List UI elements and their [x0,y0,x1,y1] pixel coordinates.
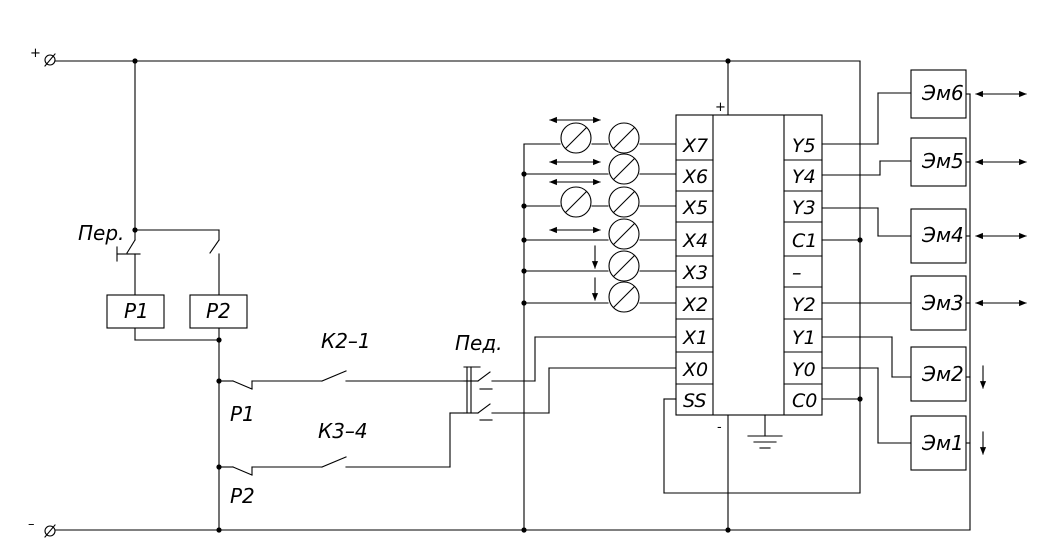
svg-text:Эм2: Эм2 [921,362,964,386]
sensor-x5a [560,186,592,218]
sensor-x7b [608,122,640,154]
per-switch-label: Пер. [78,221,124,245]
sensor-x6 [608,153,640,185]
plus-terminal: + [30,46,56,67]
p1-contact-label: Р1 [230,402,255,426]
pin-y5: Y5 [792,135,816,157]
sensor-direction-arrows [549,116,601,301]
sensor-x3 [608,250,640,282]
limit-sensors [560,122,640,313]
pedal-switch: Пед. [455,331,503,421]
pin-c0: C0 [792,390,817,412]
plc-plus-label: + [715,100,726,115]
pin-y1: Y1 [792,327,816,349]
pin-y2: Y2 [792,294,816,316]
magnet-direction-arrows [975,90,1027,455]
sensor-x5b [608,186,640,218]
plc-minus-label: - [717,420,722,435]
pin-x4: X4 [682,230,708,252]
electromagnet-em5: Эм5 [910,137,967,187]
svg-text:Р1: Р1 [124,299,149,323]
sensor-x7a [560,122,592,154]
svg-text:+: + [30,46,41,61]
pin-y3: Y3 [792,197,816,219]
ped-switch-label: Пед. [455,331,503,355]
relay-p2: Р2 [189,294,248,329]
output-wiring [821,92,971,531]
junction-dots [132,58,863,533]
mode-switch-circuit: Пер. [78,60,220,531]
pin-minus: – [792,262,802,284]
relay-p1: Р1 [106,294,165,329]
contact-chain-1: К2–1 Р1 [218,329,465,426]
pin-x1: X1 [682,327,708,349]
svg-text:Эм4: Эм4 [921,223,964,247]
svg-text:Р2: Р2 [206,299,231,323]
svg-text:Эм6: Эм6 [921,81,964,105]
ss-loop [663,398,861,494]
electromagnet-em1: Эм1 [910,415,967,471]
k2-1-label: К2–1 [321,329,371,353]
electromagnet-em3: Эм3 [910,275,967,331]
svg-text:Эм5: Эм5 [921,149,964,173]
k3-4-label: К3–4 [318,419,368,443]
electromagnet-em6: Эм6 [910,69,967,119]
sensor-x4 [608,218,640,250]
pin-y4: Y4 [792,166,816,188]
pin-x5: X5 [682,197,708,219]
pin-x6: X6 [682,166,708,188]
plc-controller: + - X7 X6 X5 X4 X3 X2 X1 X0 SS Y5 Y4 Y3 … [675,100,823,435]
pin-ss: SS [683,390,706,412]
pin-x3: X3 [682,262,708,284]
minus-terminal: – [28,517,56,538]
pin-y0: Y0 [792,359,816,381]
pin-x0: X0 [682,359,708,381]
pedal-wiring [491,336,677,414]
svg-text:Эм1: Эм1 [921,431,964,455]
electromagnet-em4: Эм4 [910,208,967,264]
pin-c1: C1 [792,230,817,252]
pin-x2: X2 [682,294,708,316]
ground-icon [747,414,783,449]
contact-chain-2: К3–4 Р2 [218,412,465,508]
svg-text:–: – [28,517,35,532]
sensor-x2 [608,281,640,313]
p2-contact-label: Р2 [230,484,255,508]
pin-x7: X7 [682,135,708,157]
svg-text:Эм3: Эм3 [921,291,964,315]
electromagnet-em2: Эм2 [910,346,967,402]
